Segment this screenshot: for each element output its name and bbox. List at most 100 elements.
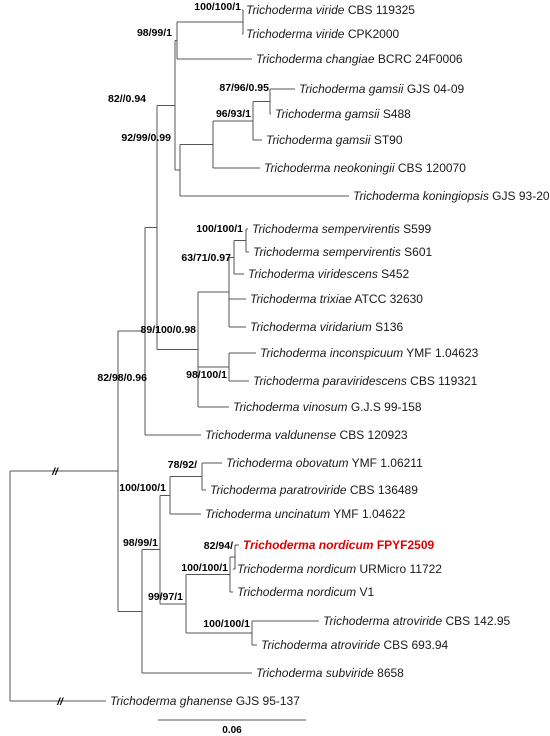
strain-id: YMF 1.04622 [330, 507, 405, 521]
species-name: Trichoderma paraviridescens [253, 374, 407, 388]
species-name: Trichoderma gamsii [299, 82, 404, 96]
tip-label: Trichoderma uncinatum YMF 1.04622 [205, 507, 406, 521]
branch-break-mark: // [56, 696, 64, 708]
support-value: 99/97/1 [148, 591, 183, 603]
strain-id: S452 [378, 267, 410, 281]
support-value: 92/99/0.99 [121, 132, 171, 144]
support-value: 100/100/1 [181, 562, 228, 574]
strain-id: YMF 1.04623 [403, 346, 478, 360]
tip-label: Trichoderma neokoningii CBS 120070 [264, 161, 466, 175]
tip-label: Trichoderma inconspicuum YMF 1.04623 [260, 346, 479, 360]
strain-id: GJS 04-09 [403, 82, 464, 96]
species-name: Trichoderma inconspicuum [260, 346, 403, 360]
tip-label: Trichoderma trixiae ATCC 32630 [250, 292, 423, 306]
strain-id: 8658 [374, 666, 404, 680]
strain-id: V1 [356, 585, 374, 599]
strain-id: GJS 93-20 [489, 189, 550, 203]
support-value: 100/100/1 [194, 1, 241, 13]
tip-label: Trichoderma paraviridescens CBS 119321 [253, 374, 478, 388]
species-name: Trichoderma gamsii [275, 107, 380, 121]
strain-id: ST90 [370, 133, 402, 147]
species-name: Trichoderma sempervirentis [253, 245, 401, 259]
species-name: Trichoderma uncinatum [205, 507, 330, 521]
strain-id: CBS 136489 [347, 483, 419, 497]
support-value: 98/99/1 [137, 27, 172, 39]
support-value: 100/100/1 [119, 482, 166, 494]
species-name: Trichoderma subviride [256, 666, 374, 680]
species-name: Trichoderma nordicum [243, 538, 374, 552]
species-name: Trichoderma sempervirentis [252, 222, 400, 236]
species-name: Trichoderma atroviride [261, 638, 380, 652]
strain-id: GJS 95-137 [233, 694, 301, 708]
strain-id: URMicro 11722 [356, 562, 442, 576]
tip-label: Trichoderma nordicum URMicro 11722 [237, 562, 442, 576]
species-name: Trichoderma neokoningii [264, 161, 395, 175]
strain-id: CBS 119325 [344, 3, 415, 17]
tip-label: Trichoderma vinosum G.J.S 99-158 [233, 400, 422, 414]
strain-id: CBS 693.94 [380, 638, 448, 652]
strain-id: CBS 142.95 [442, 614, 510, 628]
support-value: 82/98/0.96 [97, 372, 147, 384]
tip-label: Trichoderma koningiopsis GJS 93-20 [353, 189, 550, 203]
species-name: Trichoderma gamsii [266, 133, 371, 147]
support-value: 100/100/1 [203, 618, 250, 630]
support-value: 96/93/1 [216, 108, 251, 120]
species-name: Trichoderma vinosum [233, 400, 347, 414]
species-name: Trichoderma valdunense [205, 428, 337, 442]
tip-label: Trichoderma paratroviride CBS 136489 [210, 483, 418, 497]
scale-bar: 0.06 [158, 719, 306, 736]
tip-label: Trichoderma gamsii GJS 04-09 [299, 82, 465, 96]
strain-id: BCRC 24F0006 [375, 52, 463, 66]
support-value: 78/92/ [168, 459, 197, 471]
tip-label-highlighted: Trichoderma nordicum FPYF2509 [243, 538, 435, 552]
species-name: Trichoderma obovatum [226, 456, 349, 470]
tip-label: Trichoderma subviride 8658 [256, 666, 404, 680]
tree-branches [9, 9, 349, 702]
species-name: Trichoderma changiae [256, 52, 375, 66]
strain-id: YMF 1.06211 [349, 456, 424, 470]
strain-id: S488 [379, 107, 411, 121]
species-name: Trichoderma ghanense [110, 694, 233, 708]
scale-bar-label: 0.06 [222, 725, 242, 736]
tip-label: Trichoderma atroviride CBS 693.94 [261, 638, 449, 652]
species-name: Trichoderma viride [246, 3, 345, 17]
strain-id: CPK2000 [344, 27, 399, 41]
strain-id: S599 [400, 222, 432, 236]
tip-label: Trichoderma viride CBS 119325 [246, 3, 415, 17]
tip-label: Trichoderma viridescens S452 [248, 267, 410, 281]
tip-label: Trichoderma sempervirentis S599 [252, 222, 432, 236]
support-values: 100/100/1 98/99/1 87/96/0.95 96/93/1 92/99/0… [51, 1, 269, 708]
branch-break-mark: // [51, 466, 59, 478]
strain-id: CBS 119321 [407, 374, 478, 388]
tip-label: Trichoderma viride CPK2000 [246, 27, 400, 41]
species-name: Trichoderma paratroviride [210, 483, 347, 497]
support-value: 82/94/ [204, 540, 233, 552]
support-value: 100/100/1 [196, 223, 243, 235]
species-name: Trichoderma trixiae [250, 292, 352, 306]
support-value: 98/99/1 [123, 537, 158, 549]
tip-label: Trichoderma sempervirentis S601 [253, 245, 433, 259]
strain-id: CBS 120070 [395, 161, 467, 175]
tip-label: Trichoderma gamsii S488 [275, 107, 411, 121]
strain-id: CBS 120923 [336, 428, 408, 442]
tip-label: Trichoderma changiae BCRC 24F0006 [256, 52, 463, 66]
species-name: Trichoderma viride [246, 27, 345, 41]
support-value: 87/96/0.95 [219, 82, 269, 94]
tip-label: Trichoderma ghanense GJS 95-137 [110, 694, 300, 708]
strain-id: G.J.S 99-158 [347, 400, 421, 414]
tip-label: Trichoderma atroviride CBS 142.95 [323, 614, 511, 628]
support-value: 98/100/1 [186, 369, 227, 381]
support-value: 89/100/0.98 [141, 324, 197, 336]
support-value: 82//0.94 [108, 93, 146, 105]
species-name: Trichoderma viridarium [250, 320, 372, 334]
tip-label: Trichoderma viridarium S136 [250, 320, 403, 334]
species-name: Trichoderma nordicum [237, 585, 356, 599]
tip-label: Trichoderma gamsii ST90 [266, 133, 403, 147]
tip-label: Trichoderma nordicum V1 [237, 585, 374, 599]
support-value: 63/71/0.97 [181, 252, 231, 264]
strain-id: FPYF2509 [373, 538, 434, 552]
species-name: Trichoderma viridescens [248, 267, 378, 281]
strain-id: S136 [372, 320, 404, 334]
tip-label: Trichoderma valdunense CBS 120923 [205, 428, 408, 442]
